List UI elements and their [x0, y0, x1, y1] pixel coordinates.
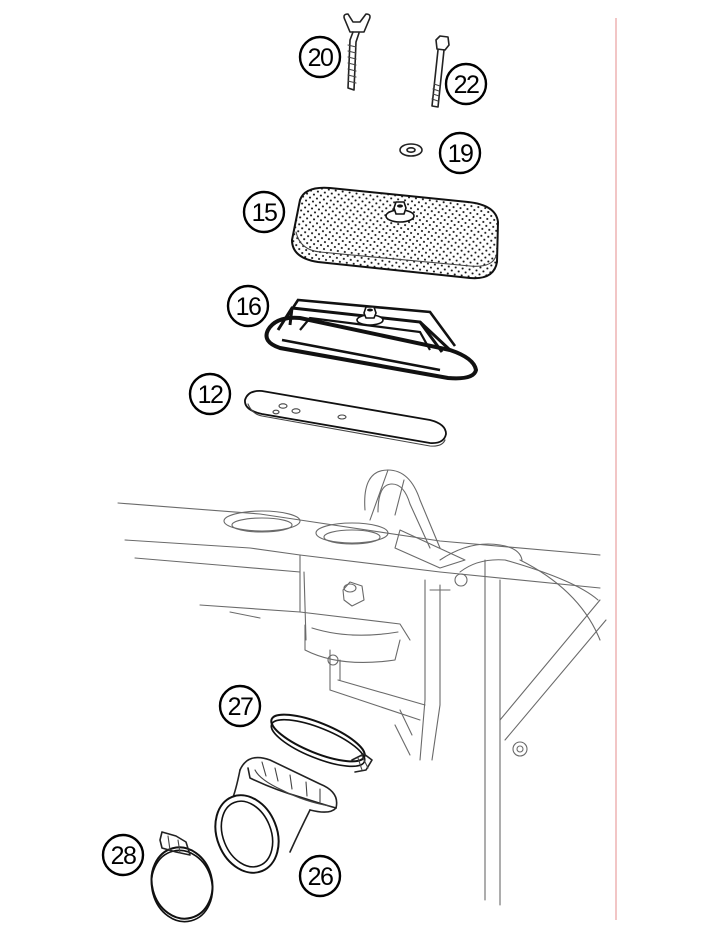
callout-28: 28 — [101, 833, 145, 877]
hex-bolt-icon — [431, 35, 450, 108]
callout-12: 12 — [188, 372, 232, 416]
callout-label: 20 — [308, 44, 333, 72]
callout-15: 15 — [242, 190, 286, 234]
callout-26: 26 — [298, 854, 342, 898]
base-plate-icon — [244, 390, 447, 447]
callout-19: 19 — [438, 131, 482, 175]
callout-16: 16 — [226, 284, 270, 328]
callout-label: 27 — [228, 693, 253, 721]
callout-22: 22 — [444, 62, 488, 106]
hose-clamp-icon — [150, 831, 214, 923]
callout-label: 15 — [252, 199, 277, 227]
intake-boot-icon — [214, 756, 338, 874]
hose-clamp-icon — [270, 713, 373, 773]
wing-bolt-icon — [343, 13, 371, 91]
washer-icon — [399, 143, 423, 157]
callout-label: 28 — [111, 842, 136, 870]
callout-label: 22 — [454, 71, 479, 99]
callout-27: 27 — [218, 684, 262, 728]
callout-label: 26 — [308, 863, 333, 891]
frame-structure — [117, 469, 607, 906]
air-filter-foam-icon — [290, 186, 500, 280]
callout-label: 16 — [236, 293, 261, 321]
callout-label: 19 — [448, 140, 473, 168]
filter-cage-icon — [264, 298, 479, 381]
callout-20: 20 — [298, 35, 342, 79]
callout-label: 12 — [198, 381, 223, 409]
